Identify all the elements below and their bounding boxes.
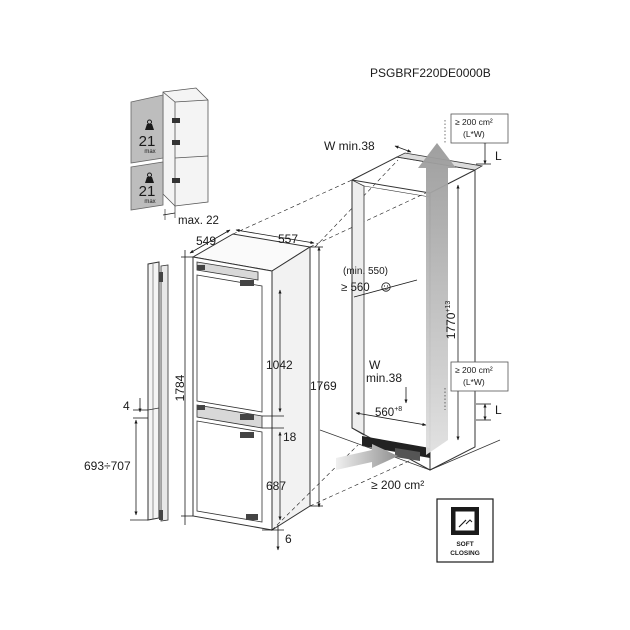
floor-vent-area-label: ≥ 200 cm² bbox=[371, 478, 424, 492]
top-vent-area: ≥ 200 cm² bbox=[455, 117, 493, 127]
bottom-vent-area: ≥ 200 cm² bbox=[455, 365, 493, 375]
door-panel-drawing bbox=[147, 261, 169, 522]
badge-line2: CLOSING bbox=[450, 550, 480, 557]
badge-line1: SOFT bbox=[456, 541, 473, 548]
top-vent-note bbox=[450, 113, 509, 144]
appliance-drawing bbox=[191, 233, 312, 531]
width-label: 557 bbox=[278, 232, 298, 246]
panel-gap-label: 4 bbox=[123, 399, 130, 413]
airflow-in-arrow bbox=[336, 444, 398, 470]
upper-load-value: 21 bbox=[139, 133, 156, 150]
panel-height-label: 693÷707 bbox=[84, 459, 131, 473]
door-load-illustration: 21 max 21 max max. 22 bbox=[130, 87, 219, 227]
bottom-vent-length-label: L bbox=[495, 403, 502, 417]
total-height-label: 1784 bbox=[173, 374, 187, 401]
lower-door-panel bbox=[130, 161, 164, 211]
niche-min-depth-note: (min. 550) bbox=[343, 266, 388, 277]
freezer-door-label: 687 bbox=[266, 479, 286, 493]
bottom-vent-formula: (L*W) bbox=[463, 377, 485, 387]
fridge-door-label: 1042 bbox=[266, 358, 293, 372]
body-height-label: 1769 bbox=[310, 379, 337, 393]
airflow-up-arrow bbox=[418, 143, 456, 455]
product-code: PSGBRF220DE0000B bbox=[370, 66, 491, 80]
bottom-vent-w-label: W bbox=[369, 358, 381, 372]
lower-load-value: 21 bbox=[139, 183, 156, 200]
smiley-icon bbox=[381, 282, 391, 292]
bottom-label: 6 bbox=[285, 532, 292, 546]
bottom-vent-width-label: min.38 bbox=[366, 371, 402, 385]
niche-height-label: 1770+13 bbox=[444, 301, 458, 340]
airflow-arrows bbox=[336, 143, 456, 470]
depth-label: 549 bbox=[196, 234, 216, 248]
appliance-dimensions bbox=[130, 229, 323, 551]
niche-width-label: 560+8 bbox=[375, 406, 402, 419]
weight-icon bbox=[145, 119, 154, 130]
gap-label: 18 bbox=[283, 430, 297, 444]
top-vent-width-label: W min.38 bbox=[324, 139, 375, 153]
lower-load-unit: max bbox=[144, 199, 155, 205]
soft-closing-icon bbox=[451, 507, 479, 535]
top-vent-formula: (L*W) bbox=[463, 129, 485, 139]
soft-closing-badge: SOFT CLOSING bbox=[436, 498, 494, 563]
niche-dimensions bbox=[353, 139, 491, 441]
top-vent-length-label: L bbox=[495, 149, 502, 163]
weight-icon bbox=[145, 172, 154, 183]
upper-load-unit: max bbox=[144, 149, 155, 155]
niche-depth-label: ≥ 560 bbox=[341, 282, 370, 294]
bottom-vent-note bbox=[450, 361, 509, 392]
door-offset-label: max. 22 bbox=[178, 215, 219, 227]
